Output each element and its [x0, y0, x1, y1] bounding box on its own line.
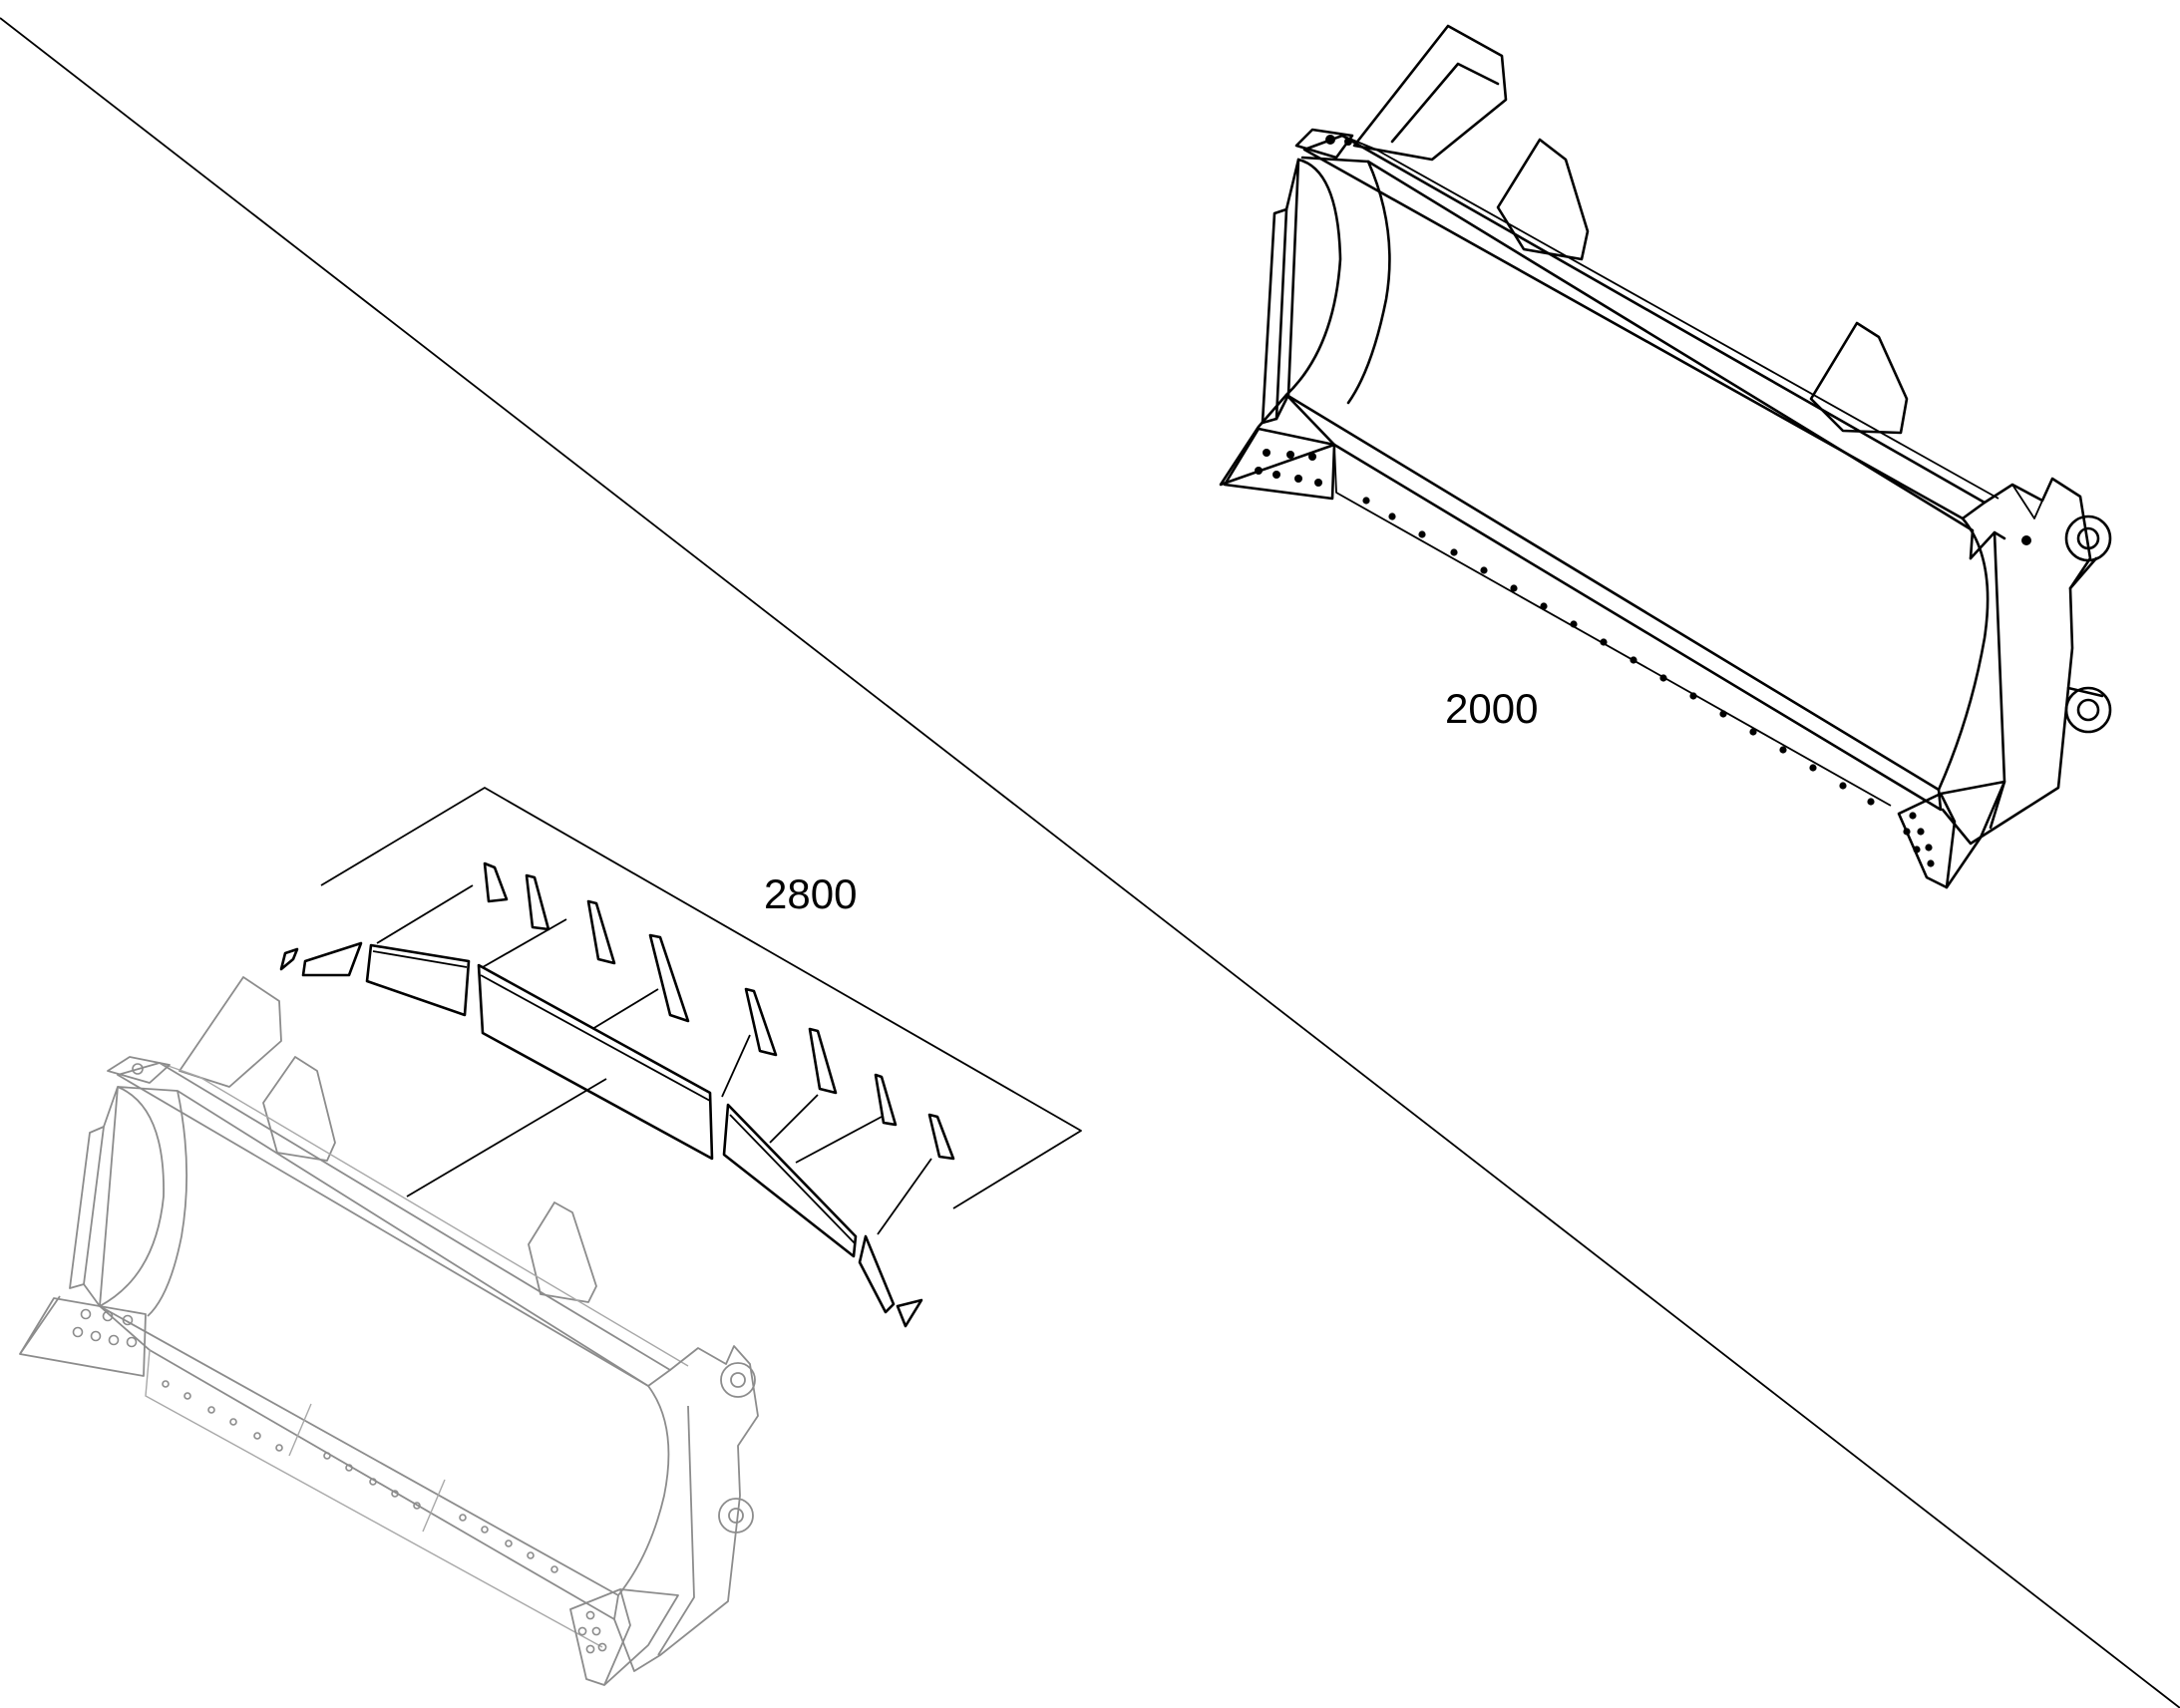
callout-2000: 2000 [1445, 685, 1538, 732]
cutting-edge-segment-2 [477, 963, 714, 1161]
end-corner-left-small [279, 947, 299, 971]
end-corner-right-small [896, 1298, 923, 1328]
dozer-blade-reference-ghost [19, 976, 759, 1686]
cutting-edge-segment-3 [722, 1103, 858, 1258]
end-bit-left [301, 941, 363, 977]
edge-bolt-holes-2000 [1362, 497, 1875, 806]
cutting-edge-segments [279, 941, 923, 1328]
parts-group-bracket-2800 [320, 787, 1082, 1209]
cutting-edge-segment-1 [365, 943, 471, 1017]
leader-lines-2800 [376, 884, 932, 1235]
end-bit-right [858, 1234, 896, 1314]
wear-plates [483, 861, 955, 1161]
callout-2800: 2800 [764, 870, 857, 917]
section-divider-line [0, 17, 2180, 1708]
dozer-blade-assembly-2000 [1219, 24, 2112, 889]
edge-bolt-holes-ghost [162, 1380, 558, 1573]
